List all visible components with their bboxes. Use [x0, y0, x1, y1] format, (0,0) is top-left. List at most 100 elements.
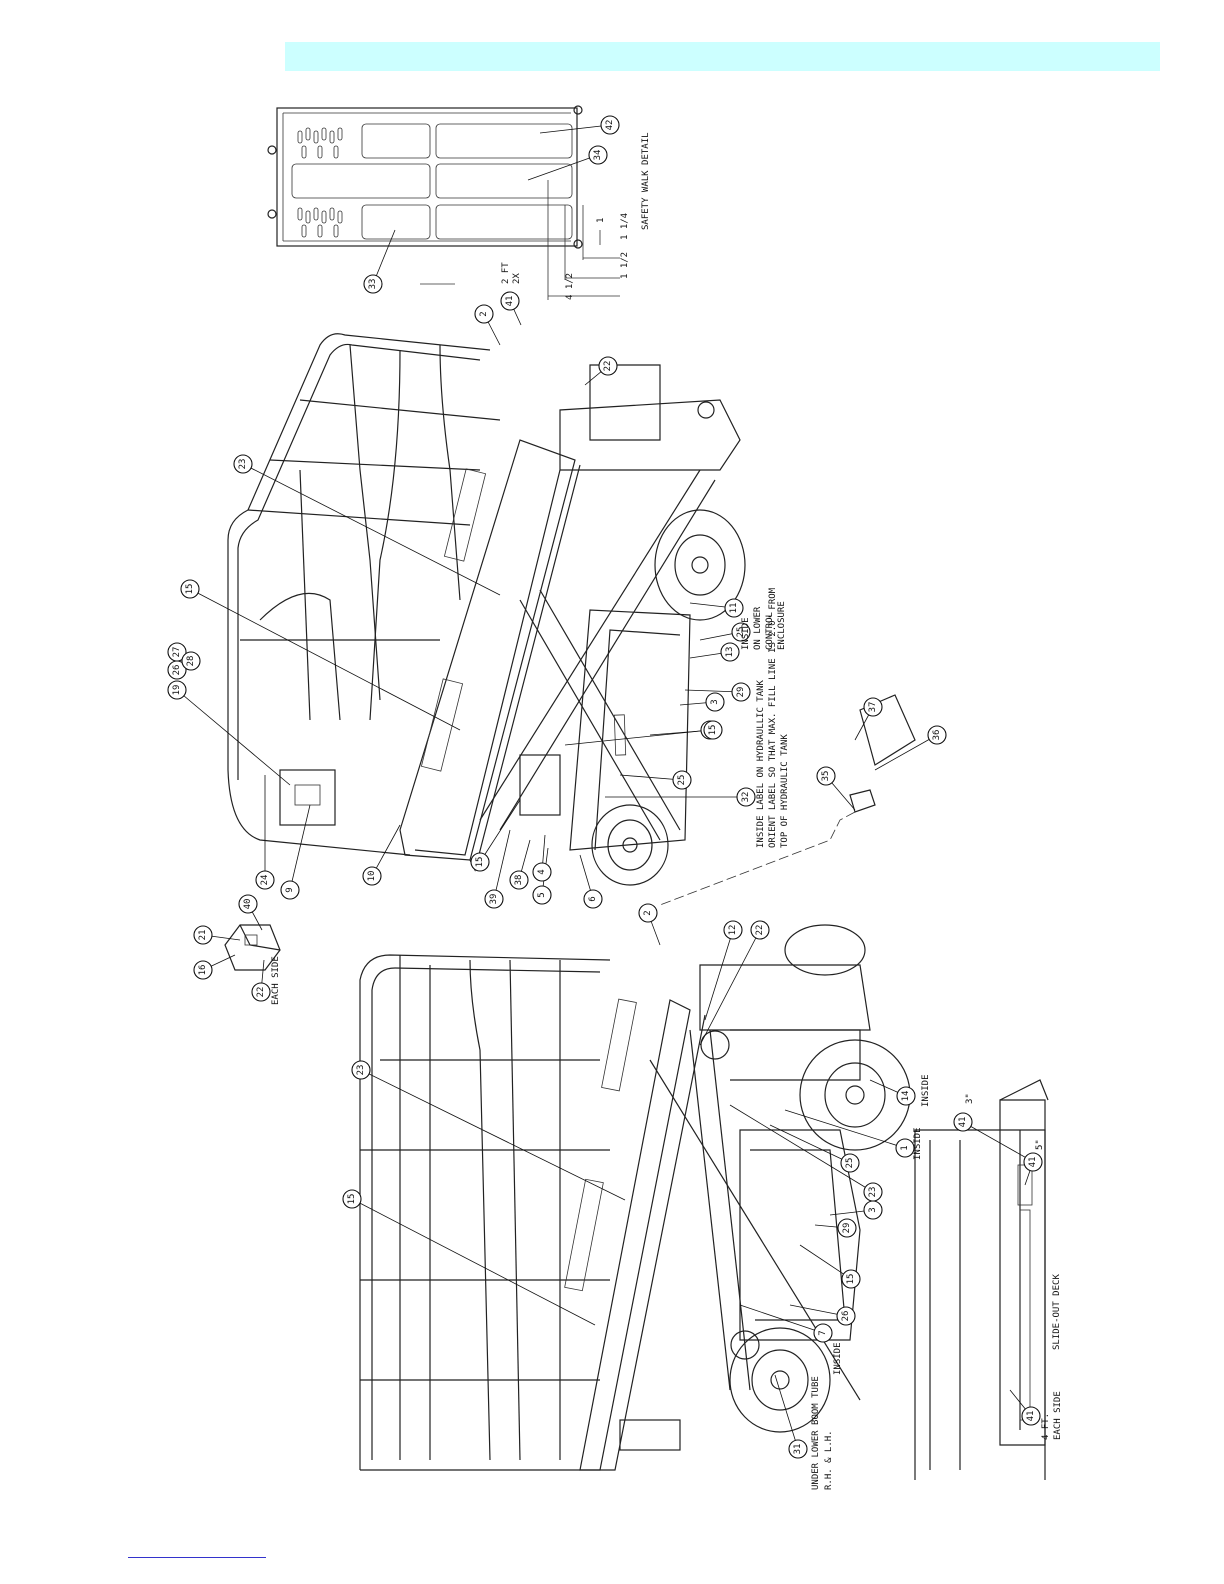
leader-line [176, 689, 291, 786]
note-inside-7: INSIDE [833, 1342, 843, 1375]
note-text: 5" [1035, 1139, 1045, 1150]
note-text: INSIDE [921, 1074, 931, 1107]
note-text: TOP OF HYDRAULIC TANK [780, 734, 790, 848]
note-text: ENCLOSURE [777, 601, 787, 650]
callout-balloon-42: 42 [600, 115, 620, 135]
control-box-detail [224, 924, 281, 971]
callout-balloon-4: 4 [532, 862, 552, 882]
callout-number: 22 [603, 361, 613, 372]
leader-line [360, 1069, 626, 1201]
pedal-detail [659, 694, 916, 906]
callout-balloon-10: 10 [362, 866, 382, 886]
note-text: INSIDE [833, 1342, 843, 1375]
callout-number: 22 [256, 987, 266, 998]
callout-number: 40 [243, 899, 253, 910]
note-text: 2X [512, 273, 522, 284]
callout-balloon-15: 15 [180, 579, 200, 599]
callout-balloon-13: 13 [720, 642, 740, 662]
leader-line [739, 1304, 824, 1334]
callout-number: 26 [841, 1311, 851, 1322]
callout-balloon-15: 15 [841, 1269, 861, 1289]
callout-balloon-41: 41 [1021, 1406, 1041, 1426]
leader-line [619, 774, 683, 781]
callout-number: 42 [605, 120, 615, 131]
safety-walk-panel [267, 105, 620, 300]
callout-balloon-11: 11 [724, 598, 744, 618]
callout-balloon-32: 32 [736, 787, 756, 807]
leader-line [774, 1374, 799, 1450]
callout-number: 3 [710, 699, 720, 704]
callout-number: 23 [868, 1187, 878, 1198]
callout-balloon-3: 3 [863, 1200, 883, 1220]
callout-number: 21 [198, 930, 208, 941]
callout-number: 41 [1026, 1411, 1036, 1422]
note-text: SAFETY WALK DETAIL [641, 132, 651, 230]
callout-number: 15 [185, 584, 195, 595]
leader-line [729, 1104, 874, 1193]
callout-balloon-3: 3 [705, 692, 725, 712]
callout-balloon-31: 31 [788, 1439, 808, 1459]
callout-number: 35 [821, 771, 831, 782]
callout-number: 15 [475, 857, 485, 868]
callout-balloon-16: 16 [193, 960, 213, 980]
callout-balloon-23: 23 [233, 454, 253, 474]
machine-view-upper [227, 333, 746, 886]
callout-number: 36 [932, 730, 942, 741]
note-hydraulic-note-3: TOP OF HYDRAULIC TANK [780, 734, 790, 848]
callout-balloon-41: 41 [1023, 1152, 1043, 1172]
note-text: EACH SIDE [271, 956, 281, 1005]
note-dim-4-1-2: 4 1/2 [565, 273, 575, 300]
callout-number: 41 [958, 1117, 968, 1128]
leader-line [962, 1121, 1031, 1161]
note-text: 4 1/2 [565, 273, 575, 300]
callout-number: 9 [285, 887, 295, 892]
callout-number: 27 [172, 647, 182, 658]
callout-balloon-15: 15 [470, 852, 490, 872]
callout-balloon-19: 19 [167, 680, 187, 700]
callout-number: 37 [868, 702, 878, 713]
note-dim-1: 1 [596, 218, 606, 223]
leader-line [479, 799, 521, 863]
note-text: SLIDE-OUT DECK [1052, 1274, 1062, 1350]
callout-number: 14 [901, 1091, 911, 1102]
callout-balloon-22: 22 [251, 982, 271, 1002]
note-text: 2 FT [501, 262, 511, 284]
note-inside-1: INSIDE [913, 1127, 923, 1160]
callout-balloons: 4234334122223152726281911251323293152532… [167, 115, 1043, 1459]
callout-number: 16 [198, 965, 208, 976]
note-text: 1 [596, 218, 606, 223]
note-text: EACH SIDE [1053, 1391, 1063, 1440]
leader-line [493, 829, 511, 900]
note-text: 3" [965, 1093, 975, 1104]
note-dim-1-1-2: 1 1/2 [620, 252, 630, 279]
callout-number: 22 [755, 925, 765, 936]
callout-balloon-38: 38 [509, 870, 529, 890]
note-text: INSIDE [741, 617, 751, 650]
leader-line [372, 229, 396, 285]
callout-number: 23 [238, 459, 248, 470]
callout-balloon-24: 24 [255, 870, 275, 890]
callout-number: 23 [356, 1065, 366, 1076]
note-inside-lower-control-1: INSIDE [741, 617, 751, 650]
callout-balloon-2: 2 [474, 304, 494, 324]
callout-number: 2 [643, 910, 653, 915]
callout-balloon-41: 41 [500, 291, 520, 311]
note-text: UNDER LOWER BOOM TUBE [811, 1376, 821, 1490]
leader-line [189, 588, 461, 731]
note-note-2ft: 2 FT [501, 262, 511, 284]
callout-number: 25 [677, 775, 687, 786]
note-text: ORIENT LABEL SO THAT MAX. FILL LINE IS 2… [768, 587, 778, 848]
callout-number: 15 [347, 1194, 357, 1205]
callout-balloon-12: 12 [723, 920, 743, 940]
note-each-side-1: EACH SIDE [271, 956, 281, 1005]
note-safety-walk-detail: SAFETY WALK DETAIL [641, 132, 651, 230]
note-text: 1 1/2 [620, 252, 630, 279]
leader-line [527, 154, 599, 181]
callout-balloon-41: 41 [953, 1112, 973, 1132]
note-under-lower-boom-1: UNDER LOWER BOOM TUBE [811, 1376, 821, 1490]
callout-balloon-14: 14 [896, 1086, 916, 1106]
note-under-lower-boom-2: R.H. & L.H. [824, 1430, 834, 1490]
callout-number: 15 [708, 725, 718, 736]
leader-line [351, 1198, 596, 1326]
